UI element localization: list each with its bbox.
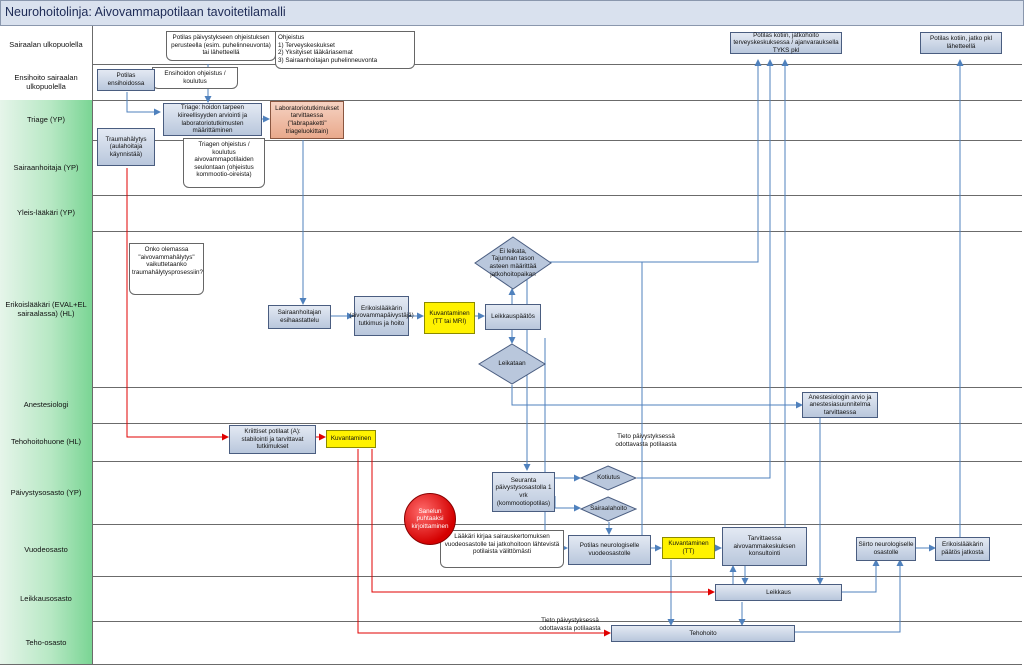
- lane-ensihoito: Ensihoito sairaalan ulkopuolella: [0, 64, 1022, 101]
- decision-shape: [580, 496, 637, 522]
- box-erikoislaakarin-paatos: Erikoislääkärin päätös jatkosta: [935, 537, 990, 561]
- decision-shape: [474, 236, 552, 290]
- box-seuranta: Seuranta päivystysosastolla 1 vrk (kommo…: [492, 472, 555, 512]
- box-sairaanhoitajan-esihaastattelu: Sairaanhoitajan esihaastattelu: [268, 305, 331, 329]
- box-erikoislaakarin-tutkimus: Erikoislääkärin (aivovammapäivystäjä) tu…: [349, 296, 414, 336]
- text-tieto-paivystys-2: Tieto päivystyksessä odottavasta potilaa…: [539, 617, 601, 632]
- box-triage: Triage: hoidon tarpeen kiireellisyyden a…: [163, 103, 262, 136]
- lane-sairaanhoitaja: Sairaanhoitaja (YP): [0, 140, 1022, 196]
- lane-yleislaakari: Yleis-lääkäri (YP): [0, 195, 1022, 232]
- box-traumahalytys: Traumahälytys (aulahoitaja käynnistää): [97, 128, 155, 166]
- text-tieto-paivystys-1: Tieto päivystyksessä odottavasta potilaa…: [615, 433, 677, 448]
- lane-label: Triage (YP): [0, 100, 93, 140]
- decision-label: Sairaalahoito: [590, 505, 627, 513]
- box-kuvantaminen-teho: Kuvantaminen: [326, 430, 376, 448]
- lane-label: Vuodeosasto: [0, 524, 93, 576]
- lane-label: Teho-osasto: [0, 621, 93, 664]
- decision-leikataan: Leikataan: [478, 343, 546, 385]
- lane-teho-osasto: Teho-osasto: [0, 621, 1022, 665]
- note-laakari-kirjaa: Lääkäri kirjaa sairauskertomuksen vuodeo…: [440, 530, 564, 568]
- note-ensihoidon-ohjeistus: Ensihoidon ohjeistus / koulutus: [152, 67, 238, 89]
- lane-label: Erikoislääkäri (EVAL+EL sairaalassa) (HL…: [0, 231, 93, 387]
- lane-label: Leikkausosasto: [0, 576, 93, 621]
- lane-triage: Triage (YP): [0, 100, 1022, 141]
- box-potilas-kotiin-tk: Potilas kotiin, jatkohoito terveyskeskuk…: [730, 32, 842, 54]
- box-anestesiologin-arvio: Anestesiologin arvio ja anestesiasuunnit…: [802, 392, 878, 418]
- lane-label: Sairaanhoitaja (YP): [0, 140, 93, 195]
- decision-kotiutus: Kotiutus: [580, 465, 637, 491]
- box-siirto-neurologiselle: Siirto neurologiselle osastolle: [856, 537, 916, 561]
- lane-leikkausosasto: Leikkausosasto: [0, 576, 1022, 622]
- lane-label: Anestesiologi: [0, 387, 93, 423]
- decision-shape: [580, 465, 637, 491]
- lane-label: Sairaalan ulkopuolella: [0, 26, 93, 64]
- decision-label: Kotiutus: [597, 474, 620, 482]
- note-ohjeistus-paivystys: Potilas päivystykseen ohjeistuksen perus…: [166, 31, 276, 61]
- lane-sairaalan-ulkopuolella: Sairaalan ulkopuolella: [0, 26, 1022, 65]
- box-kuvantaminen-tt-mri: Kuvantaminen (TT tai MRI): [424, 302, 475, 334]
- lane-label: Ensihoito sairaalan ulkopuolella: [0, 64, 93, 100]
- box-tehohoito: Tehohoito: [611, 625, 795, 642]
- box-laboratoriotutkimukset: Laboratoriotutkimukset tarvittaessa ("la…: [270, 101, 344, 139]
- note-triagen-ohjeistus: Triagen ohjeistus / koulutus aivovammapo…: [183, 138, 265, 188]
- box-leikkaus: Leikkaus: [715, 584, 842, 601]
- note-ohjeistus-list: Ohjeistus 1) Terveyskeskukset 2) Yksityi…: [275, 31, 415, 69]
- box-tarvittaessa-konsultointi: Tarvittaessa aivovammakeskuksen konsulto…: [722, 527, 807, 566]
- box-kuvantaminen-tt: Kuvantaminen (TT): [662, 537, 715, 559]
- box-potilas-kotiin-pkl: Potilas kotiin, jatko pkl lähetteellä: [920, 32, 1002, 54]
- lane-label: Tehohoitohuone (HL): [0, 423, 93, 461]
- diagram-title: Neurohoitolinja: Aivovammapotilaan tavoi…: [5, 5, 286, 19]
- box-potilas-ensihoidossa: Potilas ensihoidossa: [97, 69, 155, 91]
- diagram-title-bar: Neurohoitolinja: Aivovammapotilaan tavoi…: [0, 0, 1024, 26]
- decision-ei-leikata: Ei leikata, Tajunnan tason asteen määrit…: [474, 236, 552, 290]
- box-leikkauspaatos: Leikkauspäätös: [485, 304, 541, 330]
- lane-label: Yleis-lääkäri (YP): [0, 195, 93, 231]
- lane-anestesiologi: Anestesiologi: [0, 387, 1022, 424]
- lane-erikoislaakari: Erikoislääkäri (EVAL+EL sairaalassa) (HL…: [0, 231, 1022, 388]
- decision-label: Ei leikata, Tajunnan tason asteen määrit…: [489, 247, 537, 278]
- decision-label: Leikataan: [498, 360, 526, 368]
- box-potilas-neurologiselle: Potilas neurologiselle vuodeosastolle: [568, 535, 651, 565]
- decision-sairaalahoito: Sairaalahoito: [580, 496, 637, 522]
- note-onko-olemassa: Onko olemassa "aivovammahälytys" vaikutt…: [129, 243, 204, 295]
- decision-shape: [478, 343, 546, 385]
- lane-label: Päivystysosasto (YP): [0, 461, 93, 524]
- box-kriittiset-potilaat: Kriittiset potilaat (A): stabilointi ja …: [229, 425, 316, 454]
- lane-tehohoitohuone: Tehohoitohuone (HL): [0, 423, 1022, 462]
- circle-sanelun-kirjoittaminen: Sanelun puhtaaksi kirjoittaminen: [404, 493, 456, 545]
